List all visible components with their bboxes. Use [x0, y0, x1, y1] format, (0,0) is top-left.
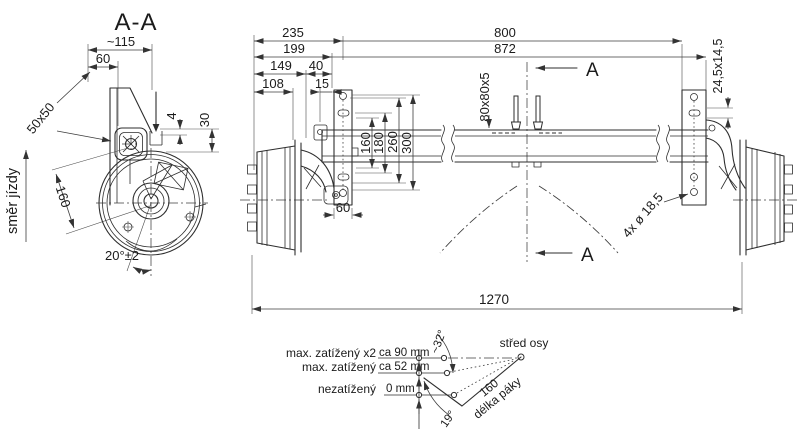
swing-arc-right [538, 185, 619, 254]
pivot-label: střed osy [500, 336, 549, 350]
dim-180: 180 [371, 132, 386, 154]
dim-offset: 60 [96, 51, 110, 66]
row-label: nezatížený [318, 382, 376, 396]
lever-length-text: délka páky [471, 374, 524, 421]
direction-of-travel: směr jízdy [5, 150, 29, 242]
row-value: ca 52 mm [379, 361, 430, 373]
section-pin [149, 91, 163, 146]
row-label: max. zatížený [302, 360, 376, 374]
dim-149: 149 [270, 58, 292, 73]
tube-profile-label: 80x80x5 [477, 72, 492, 121]
swing-arc-left [439, 185, 518, 254]
dim-260: 260 [385, 131, 400, 153]
dim-lever: 160 [53, 184, 74, 209]
angle-bottom: 19° [439, 409, 459, 430]
right-brake-assembly [705, 116, 799, 256]
lever-travel-diagram: max. zatížený x2 ca 90 mm max. zatížený … [286, 329, 548, 430]
dim-300: 300 [399, 132, 414, 154]
dim-drop: 30 [197, 113, 212, 127]
dim-872: 872 [494, 41, 516, 56]
section-axle-tube [114, 127, 148, 161]
section-view: A-A ~115 60 4 30 [5, 9, 219, 276]
dim-60: 60 [336, 200, 350, 215]
section-title: A-A [114, 9, 157, 36]
row-label: max. zatížený x2 [286, 346, 376, 360]
lever-length-label: 160 délka páky [471, 374, 524, 421]
dim-199: 199 [283, 41, 305, 56]
angle-top: ~32° [429, 329, 449, 356]
dim-108: 108 [262, 76, 284, 91]
row-value: 0 mm [386, 383, 415, 395]
right-mounting-bracket [681, 89, 707, 206]
axle-tube [321, 124, 709, 163]
direction-label: směr jízdy [5, 167, 21, 234]
holes-label: 4x ø 18,5 [619, 190, 666, 241]
dim-15: 15 [315, 77, 329, 91]
main-view: 235 800 199 872 149 40 108 15 80x80x5 A … [240, 25, 799, 314]
section-brake-drum [96, 148, 208, 276]
dim-235: 235 [282, 25, 304, 40]
dim-width: ~115 [107, 34, 135, 49]
lever-lines [423, 356, 522, 407]
dim-angle: 20°±2 [105, 248, 139, 263]
dim-40: 40 [309, 58, 323, 73]
dim-160: 160 [358, 132, 373, 154]
left-brake-assembly [240, 124, 349, 256]
brake-cable-pins [510, 95, 544, 168]
section-marker-bottom: A [581, 245, 594, 266]
tube-size-label: 50x50 [24, 100, 58, 137]
dim-1270: 1270 [479, 292, 509, 307]
section-marker-top: A [586, 60, 599, 81]
slot-size-label: 24,5x14,5 [711, 39, 725, 94]
left-mounting-bracket [333, 89, 359, 206]
dim-800: 800 [494, 25, 516, 40]
dim-gap: 4 [164, 112, 179, 119]
